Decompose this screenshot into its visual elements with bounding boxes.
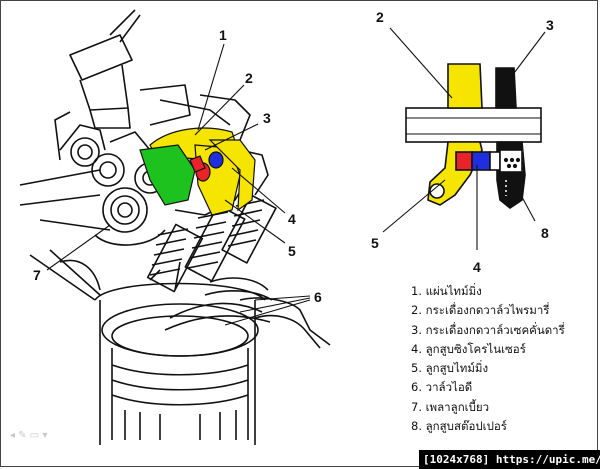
detail-callout-8: 8 xyxy=(541,225,549,241)
callout-4: 4 xyxy=(288,211,296,227)
callout-6: 6 xyxy=(314,289,322,305)
callout-2: 2 xyxy=(245,70,253,86)
legend-item: 3. กระเดื่องกดวาล์วเซคคั่นดารี่ xyxy=(411,322,565,337)
primary-rocker-arm xyxy=(447,63,483,109)
legend-item: 1. แผ่นไทม์มิ่ง xyxy=(411,284,482,298)
rocker-highlight xyxy=(139,127,256,216)
detail-leaders xyxy=(382,27,546,250)
callout-3: 3 xyxy=(263,110,271,126)
timing-piston xyxy=(455,151,473,171)
watermark-label: [1024x768] https://upic.me/ xyxy=(419,450,600,469)
callout-7: 7 xyxy=(33,267,41,283)
top-assembly xyxy=(54,9,251,161)
legend-item: 6. วาล์วไอดี xyxy=(411,380,473,395)
cylinder-bore xyxy=(29,249,266,445)
detail-view xyxy=(405,63,542,209)
menu-icon[interactable]: ▾ xyxy=(42,430,48,441)
legend-item: 5. ลูกสูบไทม์มิ่ง xyxy=(411,361,489,376)
slides-icon[interactable]: ▭ xyxy=(29,430,40,441)
rocker-shaft xyxy=(405,107,542,143)
callout-5: 5 xyxy=(288,243,296,259)
engine-cutaway xyxy=(19,9,331,445)
synchronizer-piston xyxy=(471,151,491,171)
callout-1: 1 xyxy=(219,27,227,43)
legend-item: 4. ลูกสูบซิงโครไนเซอร์ xyxy=(411,341,526,356)
camshaft xyxy=(19,124,166,246)
secondary-rocker-arm xyxy=(495,67,517,109)
detail-callout-3: 3 xyxy=(546,17,554,33)
detail-callout-2: 2 xyxy=(376,9,384,25)
legend-item: 8. ลูกสูบสต๊อปเปอร์ xyxy=(411,419,507,434)
parts-legend: 1. แผ่นไทม์มิ่ง 2. กระเดื่องกดวาล์วไพรมา… xyxy=(411,282,565,436)
legend-item: 2. กระเดื่องกดวาล์วไพรมารี่ xyxy=(411,303,550,318)
valve-springs xyxy=(146,194,277,293)
engine-leaders xyxy=(46,43,311,326)
pen-icon[interactable]: ✎ xyxy=(18,430,27,441)
detail-callout-5: 5 xyxy=(371,235,379,251)
detail-callouts: 2 3 4 5 8 xyxy=(371,9,554,275)
intake-valves xyxy=(149,261,331,349)
engine-callouts: 1 2 3 4 5 6 7 xyxy=(33,27,322,305)
legend-item: 7. เพลาลูกเบี้ยว xyxy=(411,399,490,414)
prev-arrow-icon[interactable]: ◂ xyxy=(10,430,16,441)
detail-callout-4: 4 xyxy=(473,259,481,275)
faint-controls: ◂ ✎ ▭ ▾ xyxy=(10,430,47,441)
